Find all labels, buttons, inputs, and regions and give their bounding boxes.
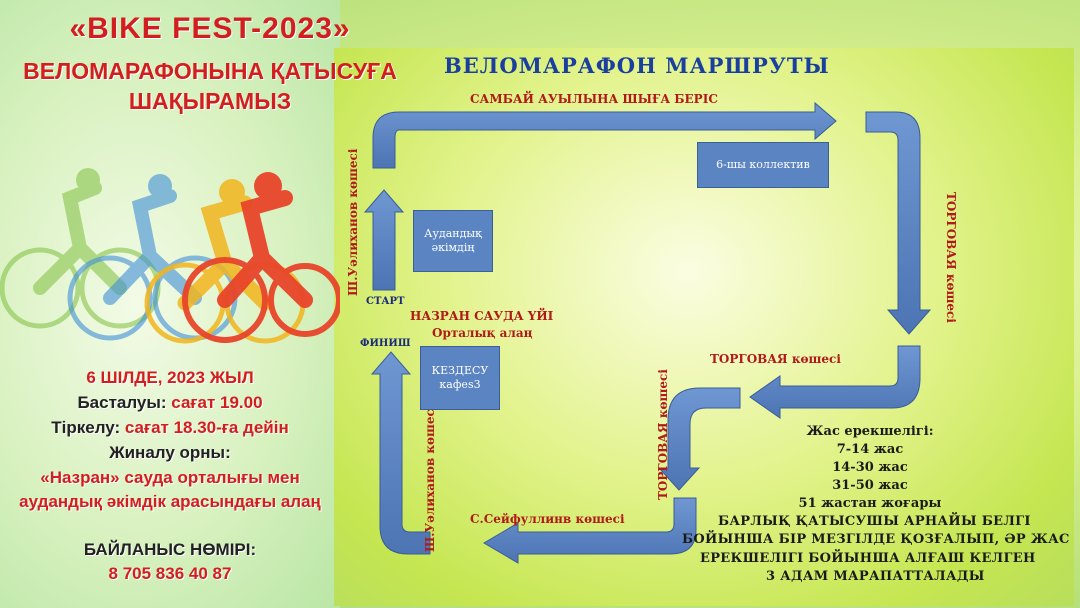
contact-label: БАЙЛАНЫС НӨМІРІ: — [83, 540, 257, 559]
route-map-panel — [334, 48, 1074, 606]
event-title: «BIKE FEST-2023» — [69, 12, 351, 45]
registration-value: сағат 18.30-ға дейін — [124, 418, 289, 437]
invitation-line-1: ВЕЛОМАРАФОНЫНА ҚАТЫСУҒА — [23, 58, 397, 84]
event-date: 6 ШІЛДЕ, 2023 ЖЫЛ — [86, 368, 254, 387]
award-line-2: БОЙЫНША БІР МЕЗГІЛДЕ ҚОЗҒАЛЫП, ӘР ЖАС — [682, 532, 1070, 547]
registration-label: Тіркелу: — [51, 418, 125, 437]
contact-phone: 8 705 836 40 87 — [108, 564, 232, 583]
akimdik-line-2: әкімдің — [431, 241, 475, 254]
gathering-label: Жиналу орны: — [109, 443, 231, 462]
road-label-torgovaya-right: ТОРГОВАЯ көшесі — [944, 192, 958, 323]
arrow-right-down — [865, 111, 932, 335]
arrow-top-route — [372, 101, 837, 169]
award-line-4: 3 АДАМ МАРАПАТТАЛАДЫ — [766, 569, 985, 584]
start-time: Басталуы: сағат 19.00 — [0, 393, 340, 413]
cyclists-illustration — [0, 168, 340, 344]
start-label: СТАРТ — [366, 296, 405, 307]
invitation-line-2: ШАҚЫРАМЫЗ — [128, 88, 292, 114]
kollektiv-label: 6-шы коллектив — [716, 158, 810, 172]
age-group: 31-50 жас — [832, 478, 908, 493]
arrow-bottom-left — [483, 497, 697, 564]
award-line-1: БАРЛЫҚ ҚАТЫСУШЫ АРНАЙЫ БЕЛГІ — [718, 514, 1031, 529]
arrow-start-up — [363, 189, 405, 291]
start-time-value: сағат 19.00 — [171, 393, 263, 412]
kezdesu-line-1: КЕЗДЕСУ — [431, 364, 489, 378]
registration-time: Тіркелу: сағат 18.30-ға дейін — [0, 418, 340, 438]
cyclist-blue — [67, 174, 238, 341]
arrow-mid-down — [657, 387, 741, 491]
kezdesu-cafe: КЕЗДЕСУ кафеѕ3 — [420, 346, 500, 410]
kollektiv-building: 6-шы коллектив — [697, 142, 829, 188]
start-time-label: Басталуы: — [77, 393, 172, 412]
kezdesu-line-2: кафеѕ3 — [439, 378, 481, 391]
road-label-torgovaya-vertical: ТОРГОВАЯ көшесі — [656, 369, 670, 500]
nazran-label: НАЗРАН САУДА ҮЙІ — [410, 309, 554, 323]
award-line-3: ЕРЕКШЕЛІГІ БОЙЫНША АЛҒАШ КЕЛГЕН — [700, 551, 1036, 566]
akimdik-building: Аудандық әкімдің — [413, 210, 493, 272]
gathering-place-line-1: «Назран» сауда орталығы мен — [40, 468, 300, 487]
road-label-torgovaya-middle: ТОРГОВАЯ көшесі — [710, 352, 841, 366]
age-group: 14-30 жас — [832, 460, 908, 475]
route-map-title: ВЕЛОМАРАФОН МАРШРУТЫ — [444, 53, 830, 78]
arrow-finish-up — [370, 351, 431, 555]
finish-label: ФИНИШ — [360, 338, 411, 349]
age-group: 7-14 жас — [836, 442, 904, 457]
gathering-place-line-2: аудандық әкімдік арасындағы алаң — [19, 492, 321, 511]
central-square-label: Орталық алаң — [432, 326, 533, 340]
road-label-ualikhanov-bottom: Ш.Уәлиханов көшесі — [423, 404, 437, 552]
cyclist-red — [182, 172, 340, 343]
left-background — [0, 0, 340, 608]
akimdik-line-1: Аудандық — [424, 227, 482, 241]
road-label-ualikhanov-top: Ш.Уәлиханов көшесі — [346, 148, 360, 296]
age-heading: Жас ерекшелігі: — [806, 424, 934, 439]
cyclist-green — [0, 168, 161, 329]
age-group: 51 жастан жоғары — [798, 496, 942, 511]
road-label-seifullin: С.Сейфуллинв көшесі — [470, 512, 625, 526]
arrow-torgovaya-left — [749, 345, 921, 419]
road-label-sambai: САМБАЙ АУЫЛЫНА ШЫҒА БЕРІС — [470, 92, 718, 106]
